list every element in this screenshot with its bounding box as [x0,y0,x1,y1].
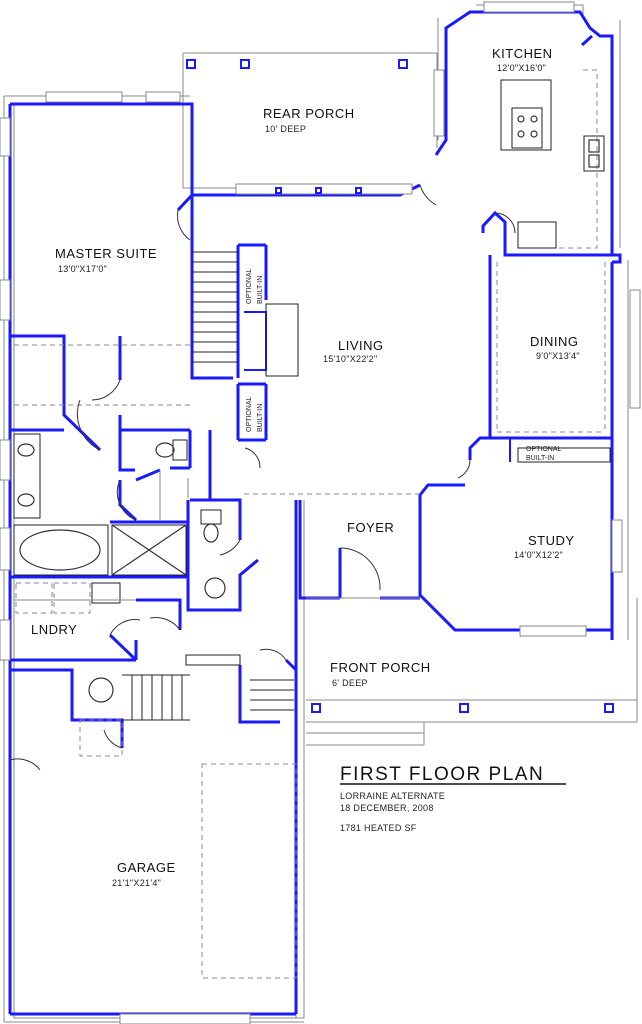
garage-dims: 21'1"X21'4" [112,878,161,888]
plan-name: LORRAINE ALTERNATE [340,791,445,801]
master-suite-dims: 13'0"X17'0" [58,264,107,274]
walls [8,10,622,1016]
master-suite-label: MASTER SUITE [55,246,157,261]
kitchen-label: KITCHEN [492,46,553,61]
optional-note-2: OPTIONAL [246,396,253,432]
built-in-note-2: BUILT-IN [257,404,264,432]
front-porch-label: FRONT PORCH [330,660,431,675]
study-label: STUDY [528,533,575,548]
main-stair [192,251,238,363]
living-dims: 15'10"X22'2" [323,354,377,364]
optional-note-1: OPTIONAL [246,268,253,304]
doors [9,184,516,771]
dining-dims: 9'0"X13'4" [536,351,580,361]
porch-posts [186,59,614,713]
optional-note-3: OPTIONAL [526,446,562,453]
title-block: FIRST FLOOR PLAN LORRAINE ALTERNATE 18 D… [340,764,566,833]
outer-outline [3,4,638,1023]
garage-label: GARAGE [117,860,176,875]
room-labels: KITCHEN 12'0"X16'0" REAR PORCH 10' DEEP … [31,46,580,888]
living-label: LIVING [338,338,384,353]
detail-lines [13,69,611,979]
study-dims: 14'0"X12'2" [514,550,563,560]
kitchen-dims: 12'0"X16'0" [497,63,546,73]
rear-porch-dims: 10' DEEP [265,124,306,134]
plan-date: 18 DECEMBER, 2008 [340,803,434,813]
built-in-note-3: BUILT-IN [526,455,554,462]
garage-stair [122,674,294,721]
lndry-label: LNDRY [31,622,77,637]
dining-label: DINING [530,334,579,349]
built-in-note-1: BUILT-IN [257,276,264,304]
foyer-label: FOYER [347,520,394,535]
optional-notes: OPTIONAL BUILT-IN OPTIONAL BUILT-IN OPTI… [246,268,562,462]
front-porch-dims: 6' DEEP [332,678,368,688]
plan-area: 1781 HEATED SF [340,823,417,833]
rear-porch-label: REAR PORCH [263,106,355,121]
plan-title: FIRST FLOOR PLAN [340,764,544,785]
